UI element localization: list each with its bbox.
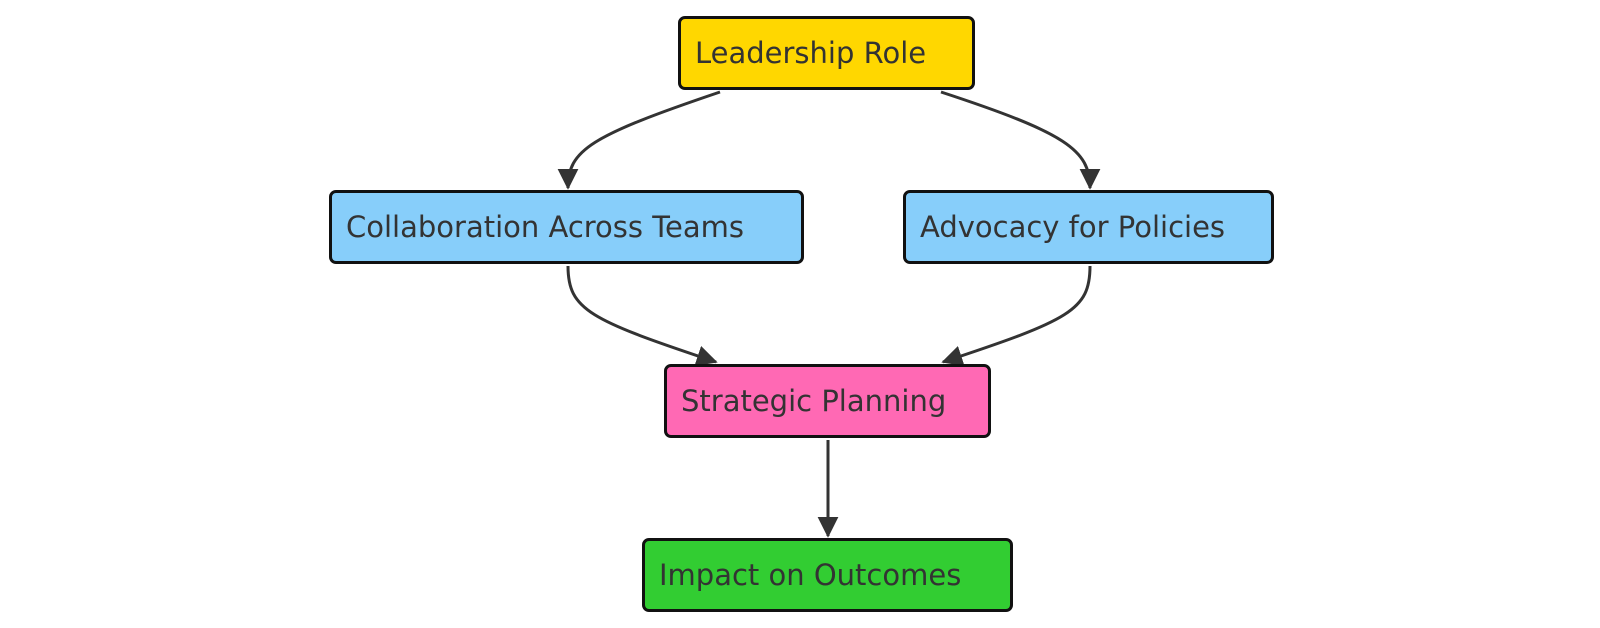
node-leadership-role: Leadership Role (678, 16, 975, 90)
node-strategic-planning: Strategic Planning (664, 364, 991, 438)
edge-collab-to-strategic (566, 265, 718, 366)
edge-advocacy-to-strategic (941, 265, 1092, 366)
node-advocacy-for-policies: Advocacy for Policies (903, 190, 1274, 264)
node-label: Advocacy for Policies (920, 210, 1226, 244)
node-label: Leadership Role (695, 36, 927, 70)
node-impact-on-outcomes: Impact on Outcomes (642, 538, 1013, 612)
edge-leader-to-collab (557, 90, 721, 190)
node-collaboration-across-teams: Collaboration Across Teams (329, 190, 804, 264)
node-label: Impact on Outcomes (659, 558, 962, 592)
node-label: Collaboration Across Teams (346, 210, 744, 244)
edge-leader-to-advocacy (940, 90, 1101, 190)
node-label: Strategic Planning (681, 384, 947, 418)
